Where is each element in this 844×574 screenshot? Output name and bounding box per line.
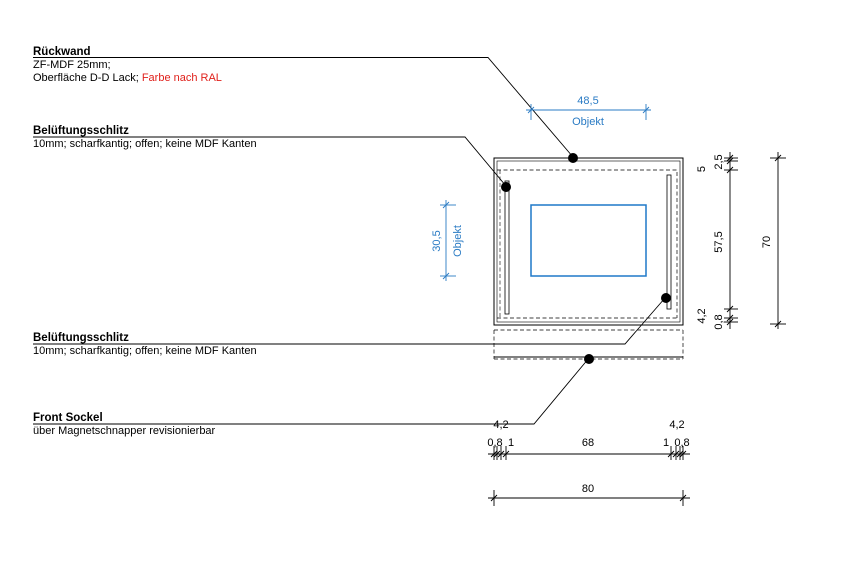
total-height-tick-bottom [774,320,782,328]
rueckwand-title: Rückwand [33,46,91,58]
dim-bottom-left-1: 1 [508,437,514,449]
obj-height-tick-top [442,201,450,209]
vent-top-title: Belüftungsschlitz [33,125,129,137]
front-sockel-desc: über Magnetschnapper revisionierbar [33,425,216,437]
obj-height-label: Objekt [452,225,464,257]
rueckwand-line1: ZF-MDF 25mm; [33,59,111,71]
vent-top-desc: 10mm; scharfkantig; offen; keine MDF Kan… [33,138,257,150]
cabinet-inner [496,160,681,323]
object-dimensions [440,104,651,281]
bottom-tick-506 [502,450,510,458]
annotation-rueckwand: Rückwand ZF-MDF 25mm; Oberfläche D-D Lac… [33,46,222,84]
right-tick-322 [726,318,734,326]
dot-vent-top [501,182,511,192]
bottom-tick-683 [679,450,687,458]
leader-dots [501,153,671,364]
object-outline [530,204,647,277]
bottom-tick-671 [667,450,675,458]
right-dimensions [724,152,786,329]
vent-bottom-desc: 10mm; scharfkantig; offen; keine MDF Kan… [33,345,257,357]
dim-bottom-right-1: 1 [663,437,669,449]
annotation-vent-top: Belüftungsschlitz 10mm; scharfkantig; of… [33,125,257,150]
dim-bottom-right-4-2: 4,2 [669,419,684,431]
right-tick-309 [726,305,734,313]
cabinet [493,157,684,326]
rueckwand-line2: Oberfläche D-D Lack; Farbe nach RAL [33,72,222,84]
right-tick-170 [726,166,734,174]
vent-slot-right [666,174,672,310]
annotation-front-sockel: Front Sockel über Magnetschnapper revisi… [33,412,216,437]
cabinet-top-dashed [497,169,678,318]
bottom-tick-680 [676,450,684,458]
leader-front-sockel [33,357,590,425]
total-height-tick-top [774,154,782,162]
total-width-tick-left [490,494,498,502]
total-width-tick-right [679,494,687,502]
annotation-vent-bottom: Belüftungsschlitz 10mm; scharfkantig; of… [33,332,257,357]
dim-right-4-2: 4,2 [696,308,708,323]
dim-bottom-left-0-8: 0,8 [487,437,502,449]
leader-rueckwand [33,57,574,158]
obj-width-value: 48,5 [577,95,598,107]
dim-bottom-left-4-2: 4,2 [493,419,508,431]
obj-width-tick-right [642,106,650,114]
vent-bottom-title: Belüftungsschlitz [33,332,129,344]
obj-width-label: Objekt [572,116,604,128]
right-tick-318 [726,314,734,322]
right-tick-158 [726,154,734,162]
right-tick-161 [726,157,734,165]
dim-right-2-5: 2,5 [713,154,725,169]
dim-total-width: 80 [582,483,594,495]
dim-right-0-8: 0,8 [713,314,725,329]
dot-vent-bottom [661,293,671,303]
cabinet-outer [493,157,684,326]
leader-vent-bottom [33,297,666,345]
dot-rueckwand [568,153,578,163]
bottom-tick-494 [490,450,498,458]
dim-bottom-right-0-8: 0,8 [674,437,689,449]
leader-vent-top [33,136,507,187]
bottom-tick-497 [493,450,501,458]
rueckwand-ral-highlight: Farbe nach RAL [142,72,222,84]
dim-total-height: 70 [761,236,773,248]
leader-lines [33,57,666,425]
obj-height-value: 30,5 [431,230,443,251]
front-sockel-title: Front Sockel [33,412,103,424]
bottom-dimensions [488,446,690,506]
dot-front-sockel [584,354,594,364]
rueckwand-line2-prefix: Oberfläche D-D Lack; [33,72,142,84]
dim-bottom-68: 68 [582,437,594,449]
obj-width-tick-left [527,106,535,114]
vent-slot-left [504,180,510,315]
dim-right-5: 5 [696,166,708,172]
obj-height-tick-bottom [442,272,450,280]
dim-right-57-5: 57,5 [713,231,725,252]
bottom-tick-501 [497,450,505,458]
bottom-tick-676 [672,450,680,458]
